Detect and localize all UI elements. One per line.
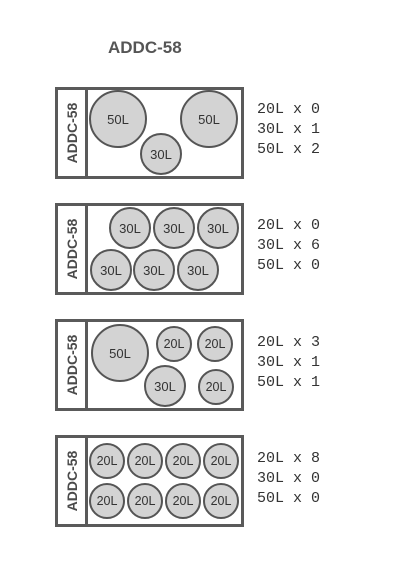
barrel-20l: 20L	[127, 443, 163, 479]
barrel-30l: 30L	[153, 207, 195, 249]
barrel-50l: 50L	[89, 90, 147, 148]
barrel-20l: 20L	[198, 369, 234, 405]
barrel-20l: 20L	[203, 483, 239, 519]
barrel-30l: 30L	[133, 249, 175, 291]
barrel-30l: 30L	[177, 249, 219, 291]
barrel-30l: 30L	[197, 207, 239, 249]
container-label: ADDC-58	[63, 334, 80, 396]
container-label-tab: ADDC-58	[55, 87, 88, 179]
barrel-20l: 20L	[89, 443, 125, 479]
barrel-50l: 50L	[91, 324, 149, 382]
counts-panel-4: 20L x 8 30L x 0 50L x 0	[257, 449, 320, 509]
barrel-20l: 20L	[89, 483, 125, 519]
barrel-30l: 30L	[140, 133, 182, 175]
count-30l: 30L x 6	[257, 237, 321, 254]
count-50l: 50L x 0	[257, 490, 321, 507]
count-20l: 20L x 0	[257, 217, 321, 234]
count-50l: 50L x 1	[257, 374, 321, 391]
config-panel-3: ADDC-58 50L 20L 20L 30L 20L	[55, 319, 244, 411]
counts-panel-1: 20L x 0 30L x 1 50L x 2	[257, 100, 320, 160]
container-label: ADDC-58	[63, 450, 80, 512]
config-panel-4: ADDC-58 20L 20L 20L 20L 20L 20L 20L 20L	[55, 435, 244, 527]
barrel-20l: 20L	[165, 443, 201, 479]
config-panel-2: ADDC-58 30L 30L 30L 30L 30L 30L	[55, 203, 244, 295]
count-20l: 20L x 3	[257, 334, 321, 351]
barrel-20l: 20L	[127, 483, 163, 519]
container-label-tab: ADDC-58	[55, 319, 88, 411]
container-label-tab: ADDC-58	[55, 435, 88, 527]
count-50l: 50L x 2	[257, 141, 321, 158]
barrel-20l: 20L	[197, 326, 233, 362]
config-panel-1: ADDC-58 50L 50L 30L	[55, 87, 244, 179]
count-20l: 20L x 8	[257, 450, 321, 467]
container-label-tab: ADDC-58	[55, 203, 88, 295]
count-50l: 50L x 0	[257, 257, 321, 274]
barrel-30l: 30L	[109, 207, 151, 249]
barrel-30l: 30L	[90, 249, 132, 291]
counts-panel-3: 20L x 3 30L x 1 50L x 1	[257, 333, 320, 393]
counts-panel-2: 20L x 0 30L x 6 50L x 0	[257, 216, 320, 276]
barrel-30l: 30L	[144, 365, 186, 407]
count-30l: 30L x 1	[257, 354, 321, 371]
page-title: ADDC-58	[108, 38, 182, 57]
count-30l: 30L x 1	[257, 121, 321, 138]
barrel-50l: 50L	[180, 90, 238, 148]
barrel-20l: 20L	[203, 443, 239, 479]
container-label: ADDC-58	[63, 218, 80, 280]
barrel-20l: 20L	[156, 326, 192, 362]
count-20l: 20L x 0	[257, 101, 321, 118]
count-30l: 30L x 0	[257, 470, 321, 487]
barrel-20l: 20L	[165, 483, 201, 519]
container-label: ADDC-58	[63, 102, 80, 164]
